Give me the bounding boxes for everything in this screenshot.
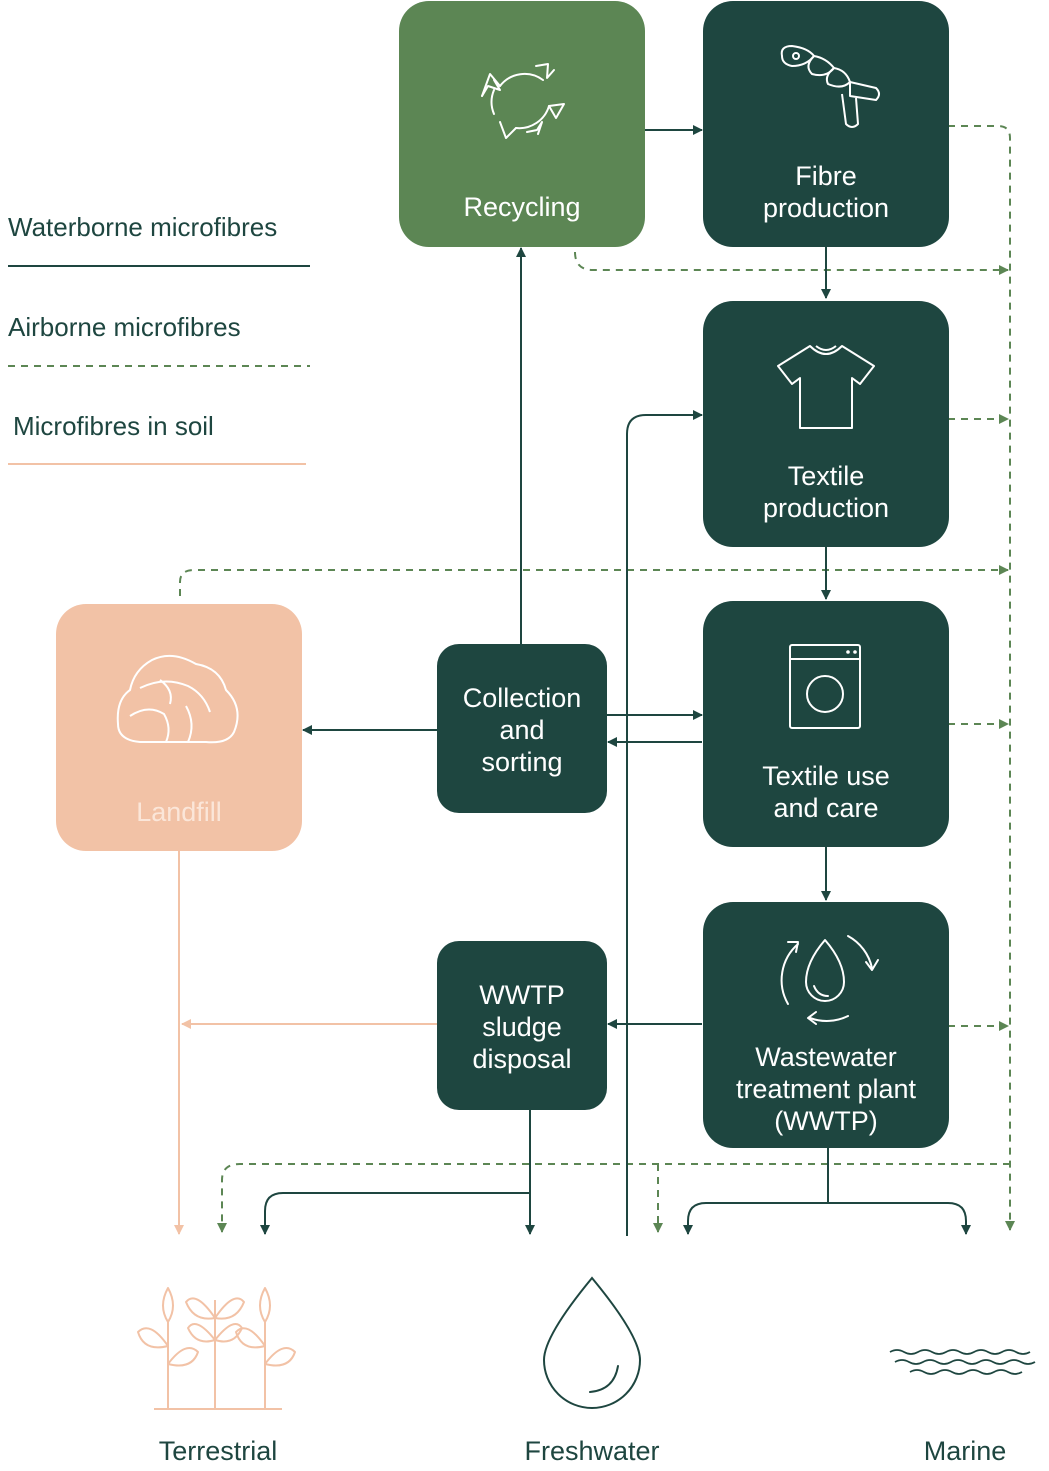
- freshwater-label: Freshwater: [524, 1436, 660, 1466]
- sludge-box: [437, 941, 607, 1110]
- textile-production-box: [703, 301, 949, 547]
- textile-use-line-2: and care: [773, 793, 879, 823]
- yarn-icon: [780, 45, 880, 128]
- washing-machine-icon: [789, 644, 861, 729]
- waves-icon: [889, 1349, 1036, 1375]
- waterborne-flows: [260, 125, 971, 1236]
- legend-airborne-label: Airborne microfibres: [8, 312, 241, 342]
- marine-label: Marine: [923, 1436, 1007, 1466]
- wwtp-box: [703, 902, 949, 1148]
- tshirt-icon: [777, 345, 875, 429]
- textile-use-box: [703, 601, 949, 847]
- water-drop-icon: [542, 1276, 642, 1409]
- landfill-box: [56, 604, 302, 851]
- sludge-line-2: sludge: [482, 1012, 562, 1042]
- wwtp-label: Wastewater treatment plant (WWTP): [703, 1041, 949, 1137]
- terrestrial-label: Terrestrial: [158, 1436, 278, 1466]
- wwtp-line-1: Wastewater: [755, 1042, 897, 1072]
- textile-use-label: Textile use and care: [703, 760, 949, 824]
- recycling-label-line: Recycling: [463, 192, 581, 222]
- fibre-production-box: [703, 1, 949, 247]
- landfill-label-line: Landfill: [136, 797, 222, 827]
- airborne-flows: [179, 125, 1015, 1233]
- textile-use-line-1: Textile use: [762, 761, 890, 791]
- wwtp-line-3: (WWTP): [774, 1106, 878, 1136]
- collection-label: Collection and sorting: [437, 682, 607, 778]
- recycle-icon: [481, 63, 565, 139]
- collection-line-2: and: [499, 715, 545, 745]
- sludge-line-1: WWTP: [479, 980, 565, 1010]
- collection-line-1: Collection: [462, 683, 582, 713]
- recycling-box: [399, 1, 645, 247]
- water-cycle-icon: [780, 935, 879, 1025]
- soil-flows: [174, 851, 437, 1235]
- textile-production-line-2: production: [762, 493, 890, 523]
- sludge-line-3: disposal: [472, 1044, 572, 1074]
- sludge-label: WWTP sludge disposal: [437, 979, 607, 1075]
- fibre-production-line-1: Fibre: [795, 161, 857, 191]
- textile-production-label: Textile production: [703, 460, 949, 524]
- recycling-label: Recycling: [399, 191, 645, 223]
- collection-line-3: sorting: [481, 747, 563, 777]
- fibre-production-line-2: production: [762, 193, 890, 223]
- textile-waste-icon: [116, 654, 239, 744]
- textile-production-line-1: Textile: [787, 461, 865, 491]
- landfill-label: Landfill: [56, 796, 302, 828]
- collection-box: [437, 644, 607, 813]
- wwtp-line-2: treatment plant: [735, 1074, 917, 1104]
- legend-waterborne-label: Waterborne microfibres: [8, 212, 278, 242]
- legend-soil-label: Microfibres in soil: [13, 411, 214, 441]
- plants-icon: [137, 1287, 296, 1410]
- fibre-production-label: Fibre production: [703, 160, 949, 224]
